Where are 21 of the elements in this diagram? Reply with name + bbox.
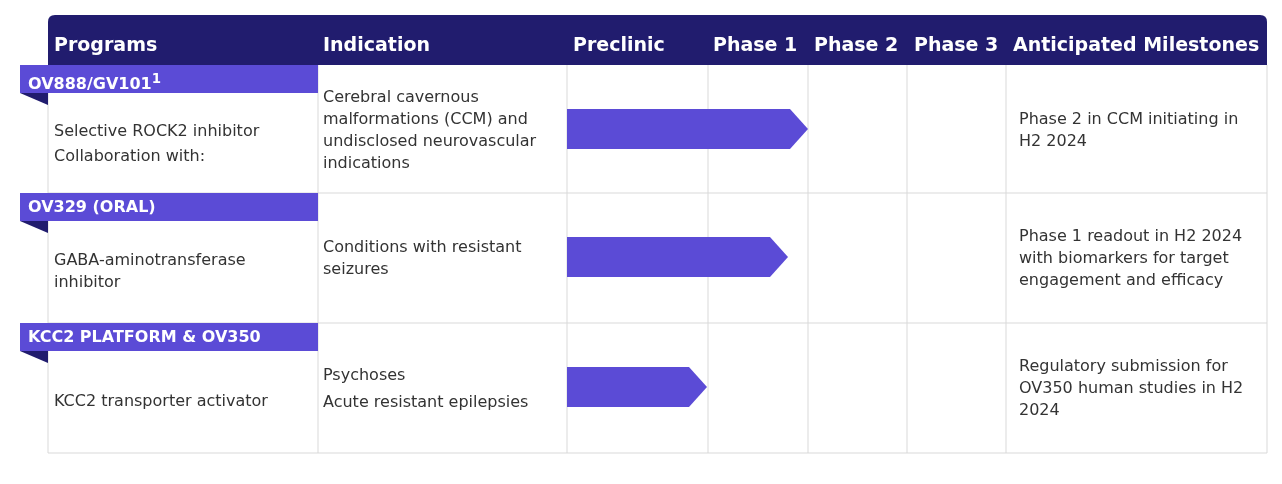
column-header: Anticipated Milestones xyxy=(1013,32,1260,56)
indication-text: Psychoses xyxy=(323,363,407,386)
column-header: Phase 2 xyxy=(814,32,899,56)
column-header: Phase 1 xyxy=(713,32,798,56)
column-header: Preclinic xyxy=(573,32,665,56)
program-name: KCC2 PLATFORM & OV350 xyxy=(20,323,318,351)
program-description: Selective ROCK2 inhibitor xyxy=(54,119,261,142)
program-description: Collaboration with: xyxy=(54,144,207,167)
program-name: OV329 (ORAL) xyxy=(20,193,318,221)
milestone-text: Regulatory submission for OV350 human studies in H2 2024 xyxy=(1019,355,1245,421)
indication-text: Acute resistant epilepsies xyxy=(323,390,530,413)
column-header: Phase 3 xyxy=(914,32,999,56)
column-header: Indication xyxy=(323,32,430,56)
indication-text: Conditions with resistant seizures xyxy=(323,236,523,280)
program-name: OV888/GV101$^{1}$ xyxy=(20,65,318,93)
program-description: KCC2 transporter activator xyxy=(54,390,269,412)
indication-text: Cerebral cavernous malformations (CCM) and undisclosed neurovascular indications xyxy=(323,86,538,174)
milestone-text: Phase 2 in CCM initiating in H2 2024 xyxy=(1019,108,1240,152)
program-description: GABA-aminotransferase inhibitor xyxy=(54,249,247,293)
milestone-text: Phase 1 readout in H2 2024 with biomarkers for target engagement and efficacy xyxy=(1019,225,1244,291)
column-header: Programs xyxy=(54,32,158,56)
